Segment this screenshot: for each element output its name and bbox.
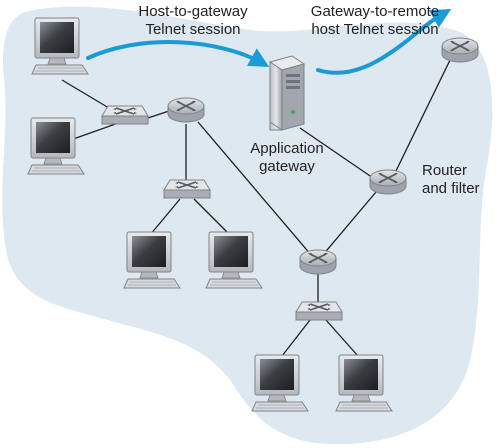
- host-to-gateway-label: Host-to-gateway Telnet session: [118, 3, 268, 39]
- network-links: [61, 55, 453, 357]
- router-and-filter-label-line2: and filter: [422, 180, 480, 197]
- gateway-to-remote-session-arrow: [316, 9, 452, 75]
- switch-center-icon[interactable]: [163, 179, 211, 199]
- router-and-filter-label: Router and filter: [422, 162, 500, 198]
- host-to-gateway-label-line1: Host-to-gateway: [138, 3, 248, 20]
- router-and-filter-icon[interactable]: [369, 169, 407, 195]
- gateway-to-remote-label-line1: Gateway-to-remote: [310, 3, 440, 20]
- router-lower-icon[interactable]: [299, 249, 337, 275]
- router-internal-icon[interactable]: [167, 97, 205, 123]
- gateway-to-remote-label-line2: host Telnet session: [311, 21, 439, 38]
- application-gateway-label-line2: gateway: [259, 158, 315, 175]
- router-and-filter-label-line1: Router: [422, 162, 468, 179]
- host-to-gateway-label-line2: Telnet session: [145, 21, 241, 38]
- switch-left-icon[interactable]: [101, 105, 149, 125]
- switch-bottom-icon[interactable]: [295, 301, 343, 321]
- host-to-gateway-session-arrow: [86, 40, 270, 67]
- gateway-to-remote-label: Gateway-to-remote host Telnet session: [290, 3, 460, 39]
- application-gateway-label-line1: Application: [250, 140, 324, 157]
- application-gateway-label: Application gateway: [232, 140, 342, 176]
- application-gateway-server-icon[interactable]: [268, 55, 306, 131]
- router-remote-icon[interactable]: [441, 37, 479, 63]
